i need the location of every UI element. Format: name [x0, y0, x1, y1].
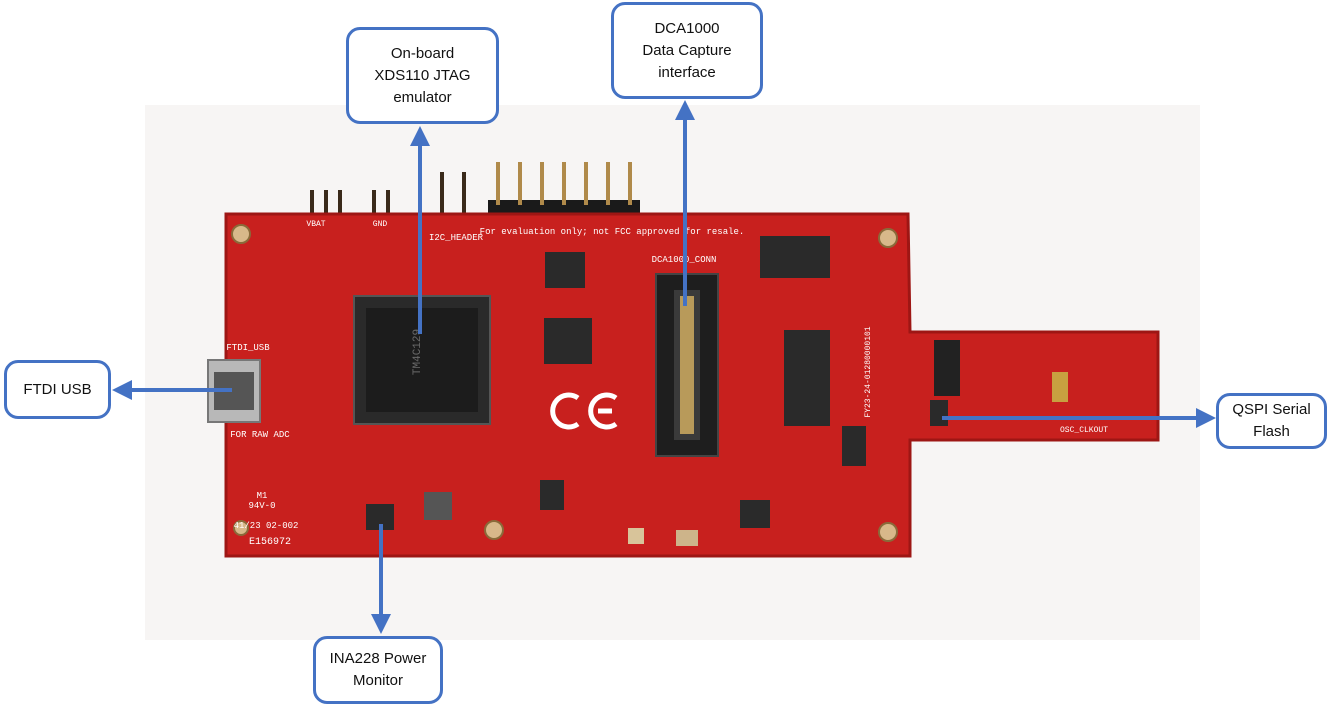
- silkscreen-eval-notice: For evaluation only; not FCC approved fo…: [480, 227, 745, 237]
- callout-ina228-power-monitor: INA228 Power Monitor: [313, 636, 443, 704]
- header-pins: [310, 172, 466, 220]
- dca-header-pins: [488, 162, 640, 214]
- callout-arrows: [112, 100, 1216, 634]
- svg-text:TM4C129: TM4C129: [412, 329, 424, 375]
- callout-dca1000-data-capture: DCA1000 Data Capture interface: [611, 2, 763, 99]
- silkscreen-raw-adc: FOR RAW ADC: [230, 430, 290, 440]
- silkscreen-rating: 94V-0: [248, 501, 275, 511]
- silkscreen-fy-code: FY23-24-01280000101: [864, 326, 873, 417]
- callout-ftdi-usb: FTDI USB: [4, 360, 111, 419]
- callout-qspi-serial-flash: QSPI Serial Flash: [1216, 393, 1327, 449]
- silkscreen-i2c-header: I2C_HEADER: [429, 233, 484, 243]
- ce-mark-icon: [550, 392, 618, 430]
- ul-mark-icon: M1: [257, 491, 268, 501]
- callout-xds110-jtag-emulator: On-board XDS110 JTAG emulator: [346, 27, 499, 124]
- silkscreen-osc-clkout: OSC_CLKOUT: [1060, 426, 1108, 435]
- silkscreen-ftdi-usb: FTDI_USB: [226, 343, 270, 353]
- board-components: [366, 236, 1068, 546]
- silkscreen-part-number: E156972: [249, 537, 291, 548]
- mounting-holes: [231, 224, 898, 542]
- silkscreen-date-code: 41/23 02-002: [234, 521, 299, 531]
- silkscreen-gnd: GND: [373, 220, 388, 229]
- silkscreen-vbat: VBAT: [306, 220, 325, 229]
